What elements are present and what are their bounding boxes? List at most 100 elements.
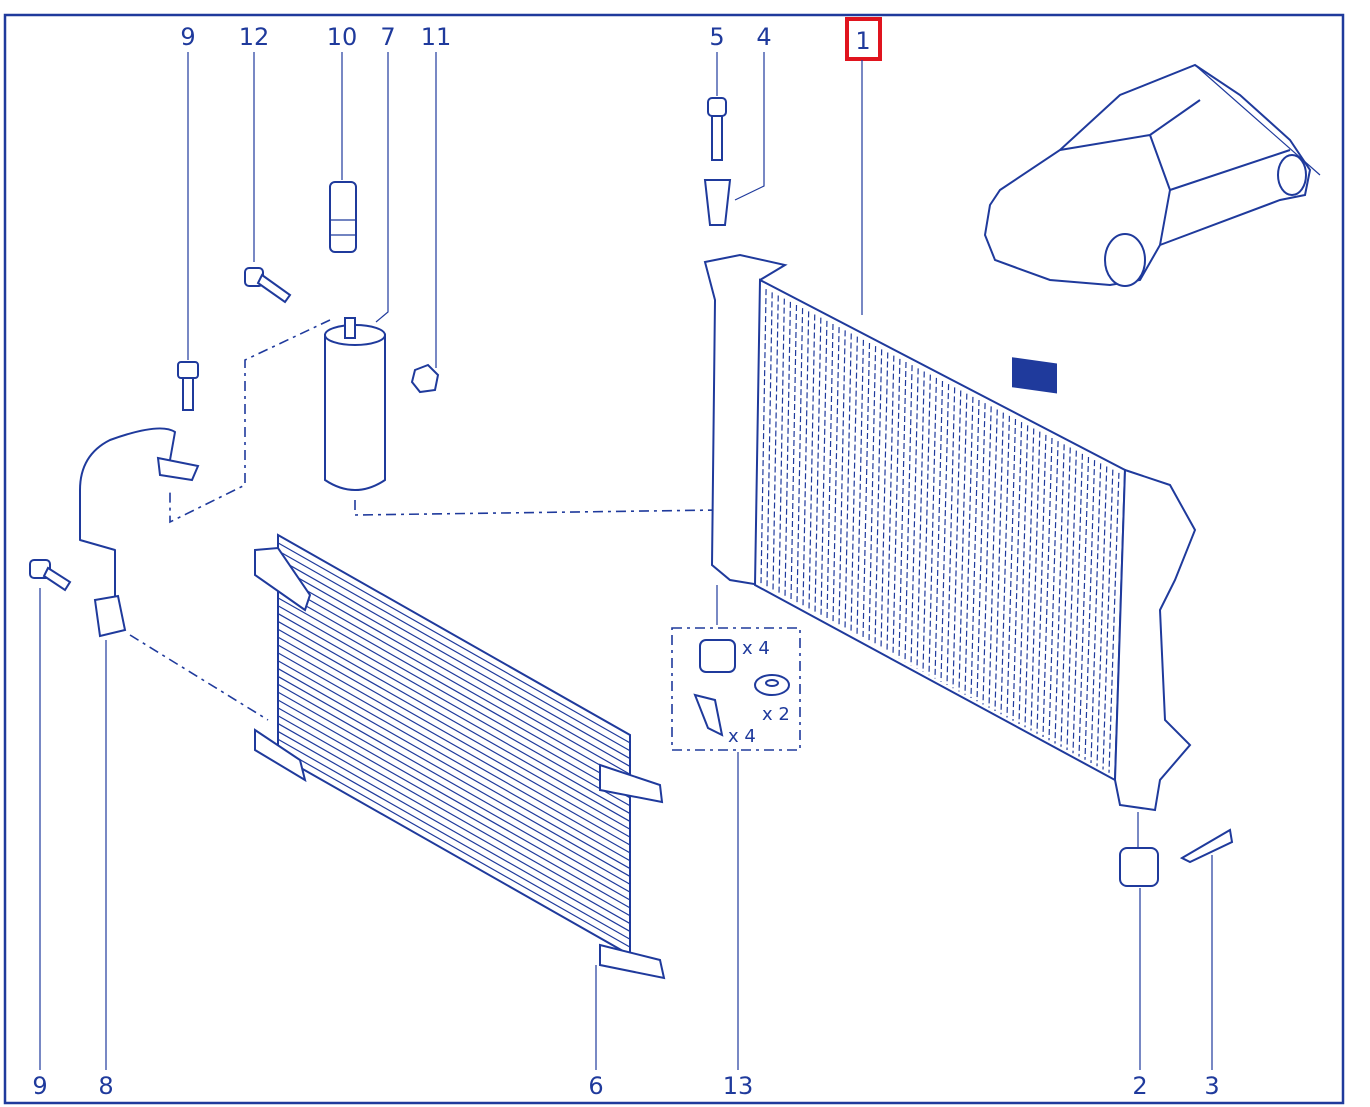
nut-11[interactable]: [410, 363, 440, 394]
label-12[interactable]: 12: [239, 23, 270, 51]
condenser-tube: [277, 675, 631, 877]
label-2[interactable]: 2: [1132, 1072, 1147, 1100]
radiator-fin: [982, 406, 992, 705]
label-1[interactable]: 1: [855, 27, 870, 55]
radiator-fin: [898, 361, 907, 660]
radiator-fin: [1042, 437, 1053, 738]
radiator-fin: [880, 352, 889, 650]
highlight-box: [845, 17, 882, 61]
label-3[interactable]: 3: [1204, 1072, 1219, 1100]
label-13[interactable]: 13: [723, 1072, 754, 1100]
clip-4[interactable]: [703, 179, 732, 226]
radiator-fin: [844, 333, 852, 630]
radiator-fin: [772, 295, 779, 591]
radiator-fin: [910, 368, 919, 666]
clip-3[interactable]: [1179, 828, 1234, 864]
bolt-12[interactable]: [244, 267, 292, 304]
radiator-fin: [886, 355, 895, 653]
bolt-9-bottom[interactable]: [29, 559, 72, 592]
label-7[interactable]: 7: [380, 23, 395, 51]
leader-lines: [39, 52, 1213, 1070]
mounting-clip[interactable]: [693, 693, 724, 737]
receiver-drier[interactable]: [324, 317, 386, 491]
label-9-bottom[interactable]: 9: [32, 1072, 47, 1100]
radiator-fin: [1072, 453, 1084, 754]
lower-mount-2[interactable]: [1119, 847, 1159, 887]
radiator-fin: [820, 320, 828, 617]
radiator-fin: [922, 374, 931, 673]
radiator-fin: [1030, 431, 1041, 731]
radiator-fin: [1060, 447, 1071, 747]
radiator-fin: [1024, 428, 1035, 728]
radiator-fin: [970, 399, 980, 699]
radiator-fin: [1066, 450, 1077, 751]
radiator-fin: [1036, 434, 1047, 734]
pressure-switch[interactable]: [329, 181, 357, 253]
condenser-tube: [277, 683, 631, 885]
radiator-fin: [1054, 444, 1065, 744]
radiator-fin: [874, 349, 883, 647]
radiator-fin: [1102, 469, 1114, 770]
condenser-tube: [277, 565, 631, 767]
condenser-tube: [277, 730, 631, 932]
radiator-fin: [934, 380, 944, 679]
condenser[interactable]: [254, 533, 666, 980]
radiator-fin: [1078, 456, 1090, 757]
grommet-quantity: x 4: [742, 638, 770, 659]
label-8[interactable]: 8: [98, 1072, 113, 1100]
condenser-tube: [277, 605, 631, 807]
radiator-fin: [892, 358, 901, 656]
radiator-fin: [868, 346, 877, 643]
radiator-fin: [928, 377, 938, 676]
condenser-tube: [277, 581, 631, 783]
radiator-fin: [1108, 472, 1120, 773]
radiator-fin: [850, 336, 858, 634]
assembly-dash-lines: [129, 319, 801, 751]
bolt-5[interactable]: [707, 97, 727, 161]
radiator-fin: [1018, 425, 1029, 725]
radiator-fin: [784, 301, 792, 598]
radiator-fin: [790, 304, 798, 601]
radiator-fin: [862, 342, 871, 640]
ac-pipe[interactable]: [79, 427, 200, 638]
radiator-fin: [958, 393, 968, 692]
radiator-fin: [796, 308, 804, 604]
radiator-fin: [994, 412, 1004, 712]
radiator-fin: [916, 371, 925, 669]
radiator-fin: [952, 390, 962, 689]
frame-border: [3, 13, 1345, 1105]
radiator-fin: [814, 317, 822, 614]
condenser-tube: [277, 628, 631, 830]
condenser-tube: [277, 589, 631, 791]
grommet[interactable]: [699, 639, 736, 673]
radiator-fin: [802, 311, 810, 608]
condenser-tube: [277, 668, 631, 870]
label-6[interactable]: 6: [588, 1072, 603, 1100]
label-10[interactable]: 10: [327, 23, 358, 51]
label-11[interactable]: 11: [421, 23, 452, 51]
radiator-fin: [988, 409, 998, 708]
label-9-top[interactable]: 9: [180, 23, 195, 51]
washer[interactable]: [754, 674, 790, 696]
bolt-9-top[interactable]: [177, 361, 199, 411]
radiator-fin: [940, 384, 950, 682]
condenser-tube: [277, 542, 631, 744]
radiator-fin: [1096, 466, 1108, 767]
clip-quantity: x 4: [728, 726, 756, 747]
radiator-fin: [766, 292, 773, 588]
radiator-fin: [832, 327, 840, 624]
condenser-tube: [277, 660, 631, 862]
radiator[interactable]: [703, 253, 1197, 812]
label-4[interactable]: 4: [756, 23, 771, 51]
condenser-tube: [277, 636, 631, 838]
label-5[interactable]: 5: [709, 23, 724, 51]
radiator-fin: [760, 289, 767, 585]
radiator-fin: [1012, 422, 1023, 721]
condenser-tube: [277, 707, 631, 909]
radiator-fin: [808, 314, 816, 611]
radiator-fin: [904, 365, 913, 663]
radiator-fin: [1000, 415, 1011, 715]
vehicle-illustration: [983, 63, 1321, 394]
radiator-fin: [1090, 463, 1102, 764]
